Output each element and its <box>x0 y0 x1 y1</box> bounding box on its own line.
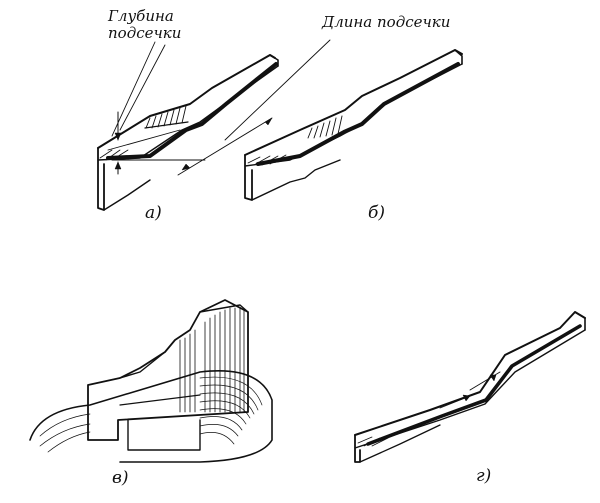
panel-a-profile <box>97 39 331 211</box>
panel-g-profile <box>354 311 586 463</box>
panel-label-g: г) <box>476 466 492 486</box>
panel-v-die-hatch <box>179 307 245 413</box>
length-callout: Длина подсечки <box>322 13 451 31</box>
panel-a-joggle-hatch <box>145 105 187 129</box>
panel-v-die <box>29 299 273 463</box>
panel-v-base-hatch <box>39 376 263 453</box>
panel-label-b: б) <box>368 203 386 223</box>
panel-b-profile <box>244 49 463 201</box>
depth-callout: Глубина подсечки <box>108 8 181 42</box>
depth-callout-line1: Глубина <box>108 7 174 25</box>
panel-label-a: а) <box>145 203 162 223</box>
panel-label-v: в) <box>112 468 129 488</box>
depth-callout-line2: подсечки <box>108 24 182 42</box>
